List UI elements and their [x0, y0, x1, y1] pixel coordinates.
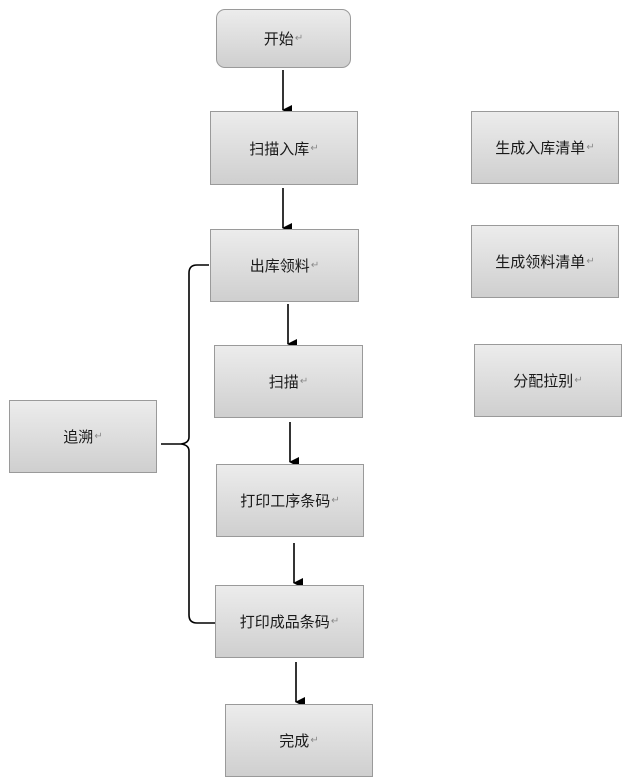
print-process-node-label: 打印工序条码 [240, 492, 331, 510]
start-node: 开始↵ [216, 9, 351, 68]
print-finished-node-label: 打印成品条码 [239, 613, 330, 631]
scan-in-node: 扫描入库↵ [210, 111, 358, 185]
trace-node-label: 追溯 [63, 428, 94, 446]
paragraph-mark: ↵ [294, 33, 304, 44]
gen-pick-list-node-label: 生成领料清单 [495, 253, 586, 271]
start-node-label: 开始 [263, 30, 294, 48]
gen-pick-list-node: 生成领料清单↵ [471, 225, 619, 298]
paragraph-mark: ↵ [310, 260, 320, 271]
paragraph-mark: ↵ [94, 431, 103, 442]
paragraph-mark: ↵ [574, 375, 583, 386]
trace-brace [161, 264, 215, 624]
print-process-node: 打印工序条码↵ [216, 464, 364, 537]
gen-in-list-node: 生成入库清单↵ [471, 111, 619, 184]
out-material-node-label: 出库领料 [249, 257, 310, 275]
paragraph-mark: ↵ [299, 376, 309, 387]
done-node-label: 完成 [279, 732, 310, 750]
done-node: 完成↵ [225, 704, 373, 777]
print-finished-node: 打印成品条码↵ [215, 585, 364, 658]
trace-node: 追溯↵ [9, 400, 157, 473]
paragraph-mark: ↵ [331, 495, 340, 506]
paragraph-mark: ↵ [586, 142, 595, 153]
paragraph-mark: ↵ [330, 616, 340, 627]
out-material-node: 出库领料↵ [210, 229, 359, 302]
gen-in-list-node-label: 生成入库清单 [495, 139, 586, 157]
scan-node-label: 扫描 [268, 373, 299, 391]
scan-node: 扫描↵ [214, 345, 363, 418]
scan-in-node-label: 扫描入库 [249, 139, 310, 158]
paragraph-mark: ↵ [310, 735, 319, 746]
paragraph-mark: ↵ [586, 256, 595, 267]
assign-pull-node: 分配拉别↵ [474, 344, 622, 417]
assign-pull-node-label: 分配拉别 [513, 372, 574, 390]
paragraph-mark: ↵ [310, 142, 319, 154]
